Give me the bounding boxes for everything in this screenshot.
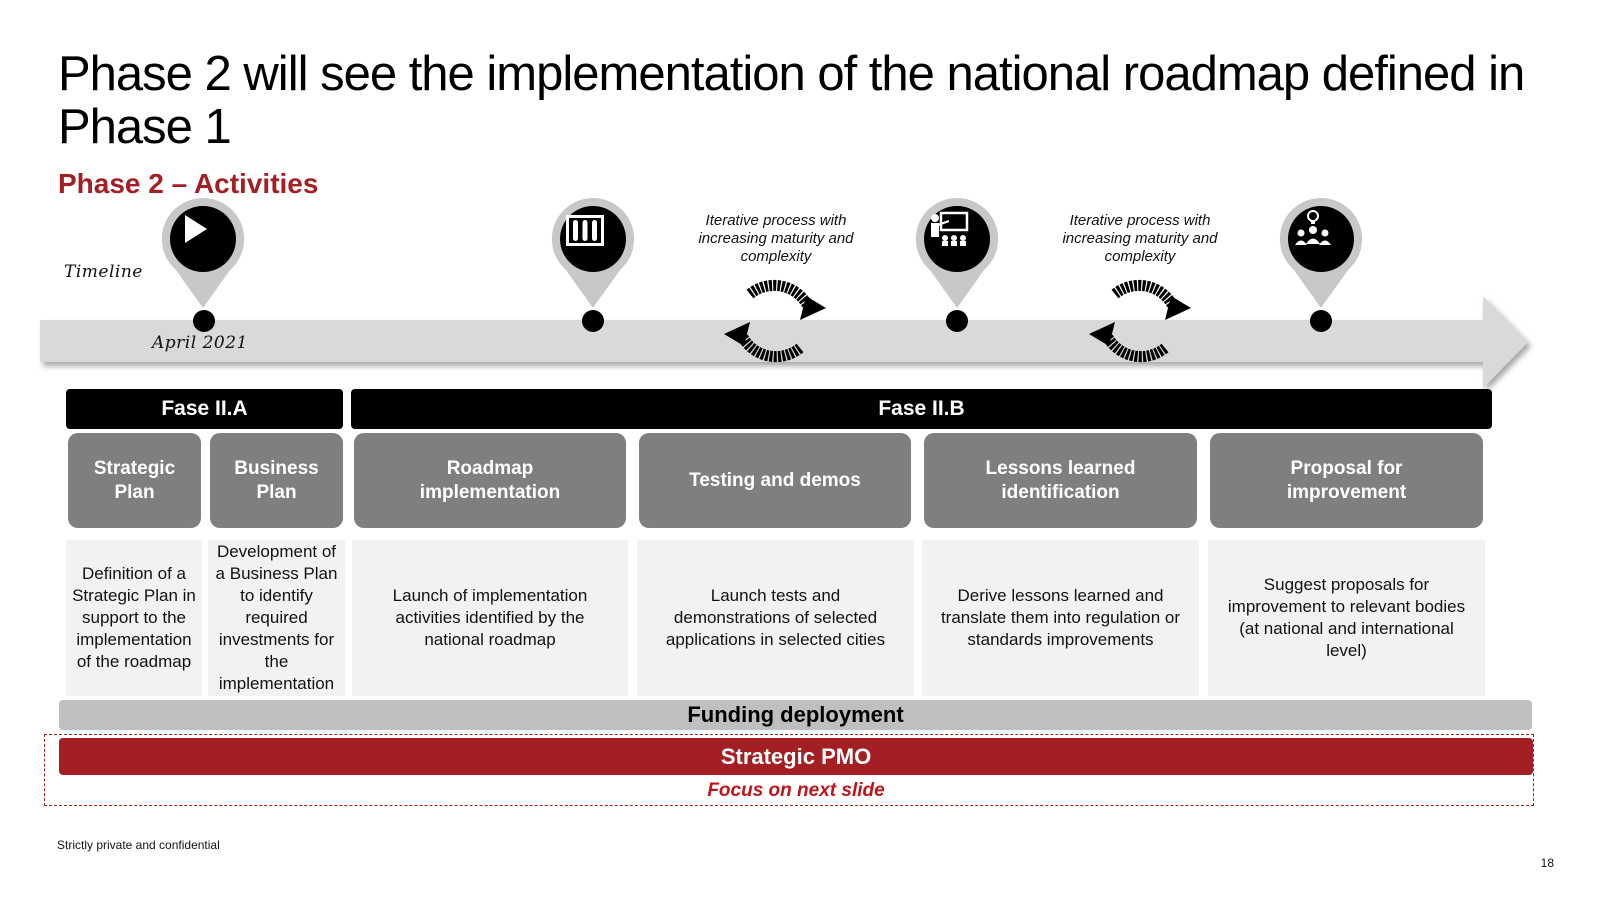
activity-box-proposal: Proposal for improvement <box>1210 433 1483 528</box>
confidentiality-note: Strictly private and confidential <box>57 838 220 852</box>
activity-box-testing: Testing and demos <box>639 433 911 528</box>
iteration-note: Iterative process with increasing maturi… <box>1062 212 1218 265</box>
cycle-arrows-icon <box>724 279 826 363</box>
page-number: 18 <box>1540 856 1554 870</box>
phase-bar-a: Fase II.A <box>66 389 343 429</box>
activity-desc-roadmap: Launch of implementation activities iden… <box>352 540 628 696</box>
test-tubes-icon <box>563 209 623 269</box>
start-date-label: April 2021 <box>152 333 248 353</box>
play-icon <box>173 209 233 269</box>
activity-desc-business-plan: Development of a Business Plan to identi… <box>208 540 345 696</box>
milestone-pin-testing <box>550 196 636 336</box>
cycle-arrows-icon <box>1089 279 1191 363</box>
timeline-arrow <box>40 296 1528 388</box>
milestone-pin-start <box>160 196 246 336</box>
timeline-dot <box>193 310 215 332</box>
teacher-board-icon <box>927 209 987 269</box>
milestone-pin-lessons <box>914 196 1000 336</box>
activity-desc-lessons: Derive lessons learned and translate the… <box>922 540 1199 696</box>
activity-box-lessons: Lessons learned identification <box>924 433 1197 528</box>
activity-box-strategic-plan: Strategic Plan <box>68 433 201 528</box>
focus-next-slide-note: Focus on next slide <box>707 780 885 801</box>
activity-desc-testing: Launch tests and demonstrations of selec… <box>637 540 914 696</box>
phase-bar-b: Fase II.B <box>351 389 1492 429</box>
slide-title: Phase 2 will see the implementation of t… <box>58 47 1525 154</box>
strategic-pmo-bar: Strategic PMO <box>59 738 1533 775</box>
timeline-dot <box>946 310 968 332</box>
activity-box-business-plan: Business Plan <box>210 433 343 528</box>
pmo-focus-frame <box>44 734 1534 806</box>
idea-team-icon <box>1291 209 1351 269</box>
activity-desc-strategic-plan: Definition of a Strategic Plan in suppor… <box>66 540 202 696</box>
milestone-pin-proposal <box>1278 196 1364 336</box>
activity-desc-proposal: Suggest proposals for improvement to rel… <box>1208 540 1485 696</box>
funding-deployment-bar: Funding deployment <box>59 700 1532 730</box>
timeline-dot <box>582 310 604 332</box>
iteration-note: Iterative process with increasing maturi… <box>698 212 854 265</box>
timeline-dot <box>1310 310 1332 332</box>
activity-box-roadmap: Roadmap implementation <box>354 433 626 528</box>
slide-subtitle: Phase 2 – Activities <box>58 168 319 199</box>
timeline-label: Timeline <box>64 262 143 282</box>
